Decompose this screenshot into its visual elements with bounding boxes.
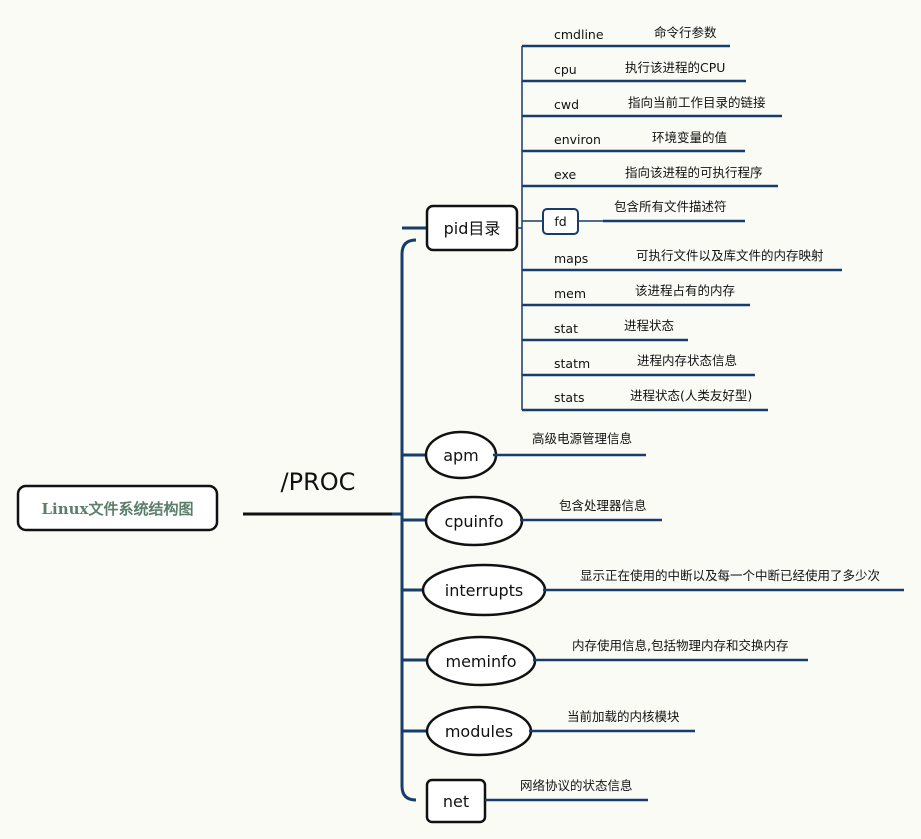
pid-child-cmdline[interactable]: cmdline 命令行参数: [522, 25, 730, 48]
pid-node-label: pid目录: [444, 219, 501, 238]
pid-child-name: statm: [554, 356, 590, 371]
pid-child-desc: 进程状态: [624, 318, 674, 333]
pid-child-desc: 该进程占有的内存: [635, 283, 735, 298]
node-label: apm: [443, 446, 479, 465]
pid-child-name: environ: [554, 132, 601, 147]
pid-child-name: stats: [554, 390, 585, 405]
node-interrupts[interactable]: interrupts 显示正在使用的中断以及每一个中断已经使用了多少次: [402, 563, 904, 617]
pid-child-name: exe: [554, 167, 576, 182]
pid-child-desc: 包含所有文件描述符: [614, 199, 727, 214]
node-desc: 高级电源管理信息: [532, 431, 632, 446]
pid-child-desc: 执行该进程的CPU: [625, 60, 725, 75]
pid-child-cwd[interactable]: cwd 指向当前工作目录的链接: [522, 95, 782, 118]
pid-child-name: cmdline: [554, 27, 604, 42]
root-node[interactable]: Linux文件系统结构图: [16, 484, 219, 532]
pid-child-fd[interactable]: fd 包含所有文件描述符: [522, 199, 745, 235]
pid-child-exe[interactable]: exe 指向该进程的可执行程序: [522, 165, 778, 188]
pid-child-stat[interactable]: stat 进程状态: [522, 318, 688, 342]
pid-child-name: cpu: [554, 62, 577, 77]
root-node-box: [16, 484, 219, 532]
node-desc: 内存使用信息,包括物理内存和交换内存: [572, 638, 788, 653]
pid-child-name: maps: [554, 251, 588, 266]
pid-child-desc: 命令行参数: [654, 25, 717, 40]
pid-child-desc: 环境变量的值: [652, 130, 727, 145]
node-meminfo[interactable]: meminfo 内存使用信息,包括物理内存和交换内存: [402, 635, 808, 687]
node-label: meminfo: [445, 652, 516, 671]
node-desc: 当前加载的内核模块: [567, 709, 680, 724]
pid-child-name: stat: [554, 321, 578, 336]
pid-child-name: cwd: [554, 97, 579, 112]
node-desc: 网络协议的状态信息: [520, 778, 633, 793]
node-modules[interactable]: modules 当前加载的内核模块: [402, 705, 695, 757]
node-desc: 显示正在使用的中断以及每一个中断已经使用了多少次: [580, 568, 880, 583]
pid-child-statm[interactable]: statm 进程内存状态信息: [522, 353, 755, 377]
pid-child-desc: 指向当前工作目录的链接: [628, 95, 766, 110]
node-net[interactable]: net 网络协议的状态信息: [425, 778, 648, 824]
pid-child-desc: 指向该进程的可执行程序: [625, 165, 763, 180]
root-node-label: Linux文件系统结构图: [41, 500, 193, 518]
pid-child-cpu[interactable]: cpu 执行该进程的CPU: [522, 60, 746, 83]
pid-child-desc: 进程内存状态信息: [637, 353, 737, 368]
proc-branch-label: /PROC: [281, 468, 356, 496]
pid-child-desc: 进程状态(人类友好型): [630, 388, 752, 403]
node-label: interrupts: [445, 581, 523, 600]
pid-children: cmdline 命令行参数 cpu 执行该进程的CPU cwd 指向当前工作目录…: [517, 25, 842, 412]
node-label: net: [443, 792, 469, 811]
pid-child-environ[interactable]: environ 环境变量的值: [522, 130, 745, 153]
pid-node[interactable]: pid目录: [402, 204, 519, 252]
node-label: cpuinfo: [444, 512, 503, 531]
pid-child-name: fd: [554, 214, 566, 229]
pid-child-name: mem: [554, 286, 586, 301]
pid-child-desc: 可执行文件以及库文件的内存映射: [636, 248, 824, 263]
node-label: modules: [445, 722, 513, 741]
node-cpuinfo[interactable]: cpuinfo 包含处理器信息: [402, 495, 662, 547]
pid-child-mem[interactable]: mem 该进程占有的内存: [522, 283, 750, 307]
node-apm[interactable]: apm 高级电源管理信息: [402, 430, 646, 480]
node-desc: 包含处理器信息: [559, 498, 647, 513]
pid-child-maps[interactable]: maps 可执行文件以及库文件的内存映射: [522, 248, 842, 272]
pid-child-stats[interactable]: stats 进程状态(人类友好型): [522, 388, 768, 412]
